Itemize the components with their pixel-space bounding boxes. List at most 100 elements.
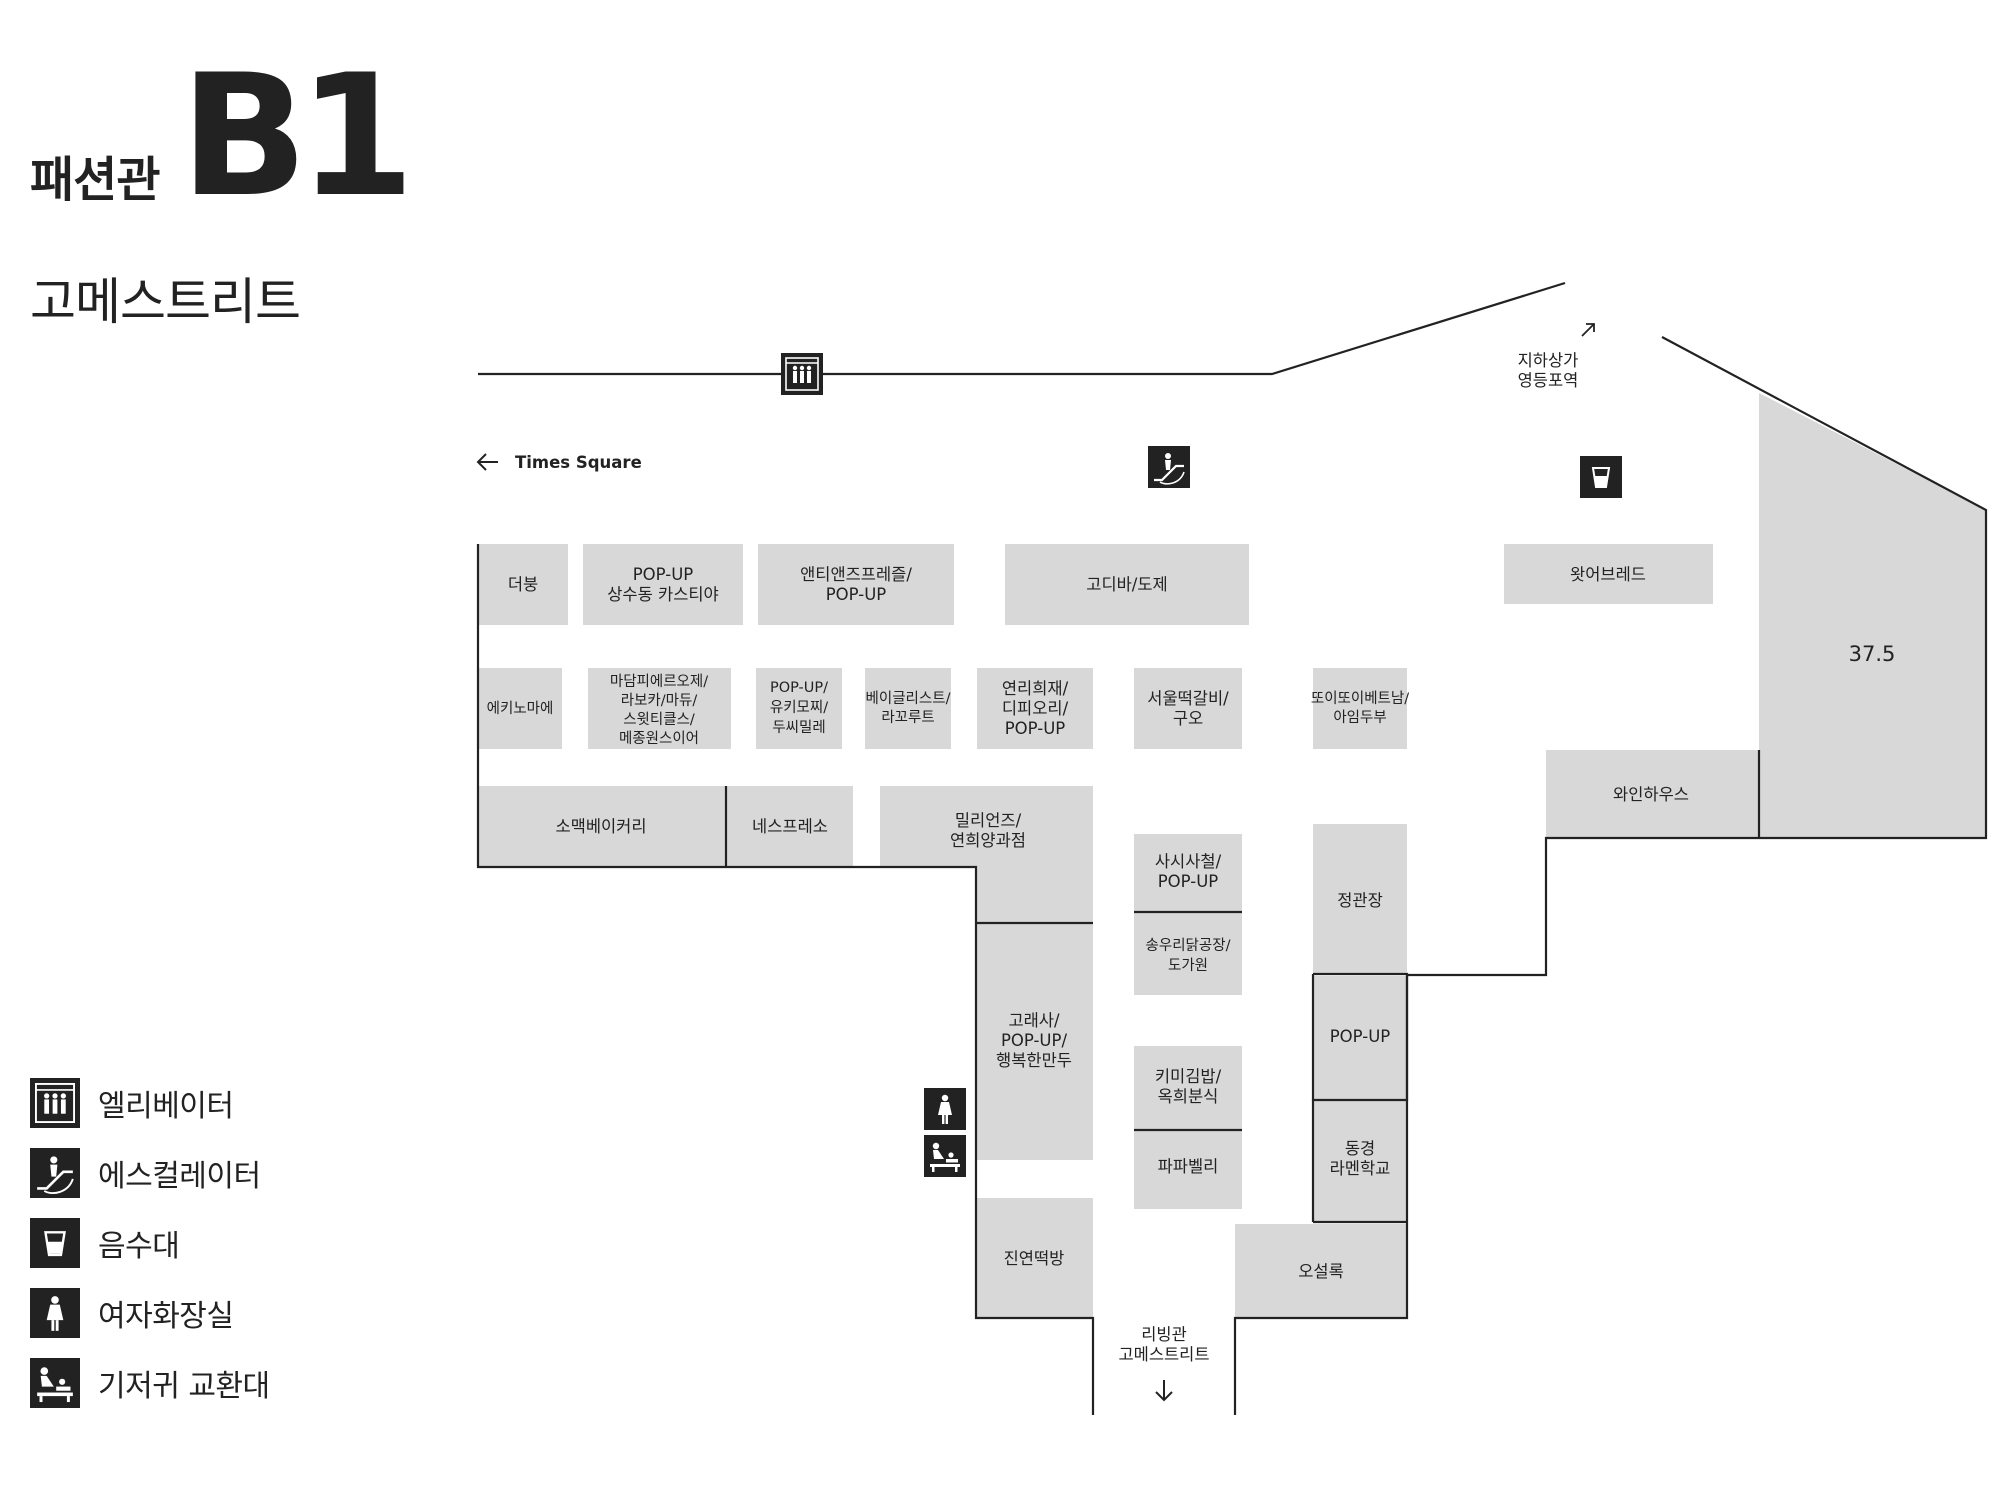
- escalator-icon[interactable]: [1148, 446, 1190, 488]
- label-37-5: 37.5: [1849, 642, 1896, 666]
- wall-east-stack: [1311, 972, 1409, 1102]
- wall-north: [478, 281, 1566, 376]
- escalator-icon: [30, 1148, 80, 1198]
- elevator-icon: [30, 1078, 80, 1128]
- legend-label: 여자화장실: [98, 1299, 234, 1334]
- legend-item-elevator: 엘리베이터: [30, 1078, 430, 1128]
- store-deobung[interactable]: [478, 544, 568, 625]
- water-fountain-icon[interactable]: [1580, 456, 1622, 498]
- label-million-1: 밀리언즈/: [955, 811, 1022, 830]
- label-winehouse: 와인하우스: [1613, 785, 1689, 804]
- label-donggyeong-2: 라멘학교: [1330, 1159, 1391, 1178]
- label-yeonri-2: 디피오리/: [1002, 699, 1069, 718]
- label-papabelly: 파파벨리: [1158, 1157, 1219, 1176]
- label-kimi-1: 키미김밥/: [1155, 1067, 1222, 1086]
- label-popup-yuki-3: 두씨밀레: [772, 719, 825, 736]
- store-bagelist[interactable]: [865, 668, 951, 749]
- label-sasi-1: 사시사철/: [1155, 852, 1222, 871]
- store-papabelly[interactable]: [1134, 1131, 1242, 1209]
- label-seoul-2: 구오: [1173, 709, 1203, 728]
- label-donggyeong-1: 동경: [1345, 1139, 1375, 1158]
- legend-label: 음수대: [98, 1229, 180, 1264]
- direction-times-square[interactable]: Times Square: [476, 453, 642, 472]
- label-songuri-1: 송우리닭공장/: [1146, 937, 1231, 954]
- legend-item-womens-restroom: 여자화장실: [30, 1288, 430, 1338]
- label-madam-2: 라보카/마듀/: [621, 692, 698, 709]
- store-labels: 더붕 POP-UP 상수동 카스티야 앤티앤즈프레즐/ POP-UP 고디바/도…: [487, 565, 1896, 1281]
- wall-west: [476, 544, 1095, 1415]
- store-donggyeong[interactable]: [1313, 1101, 1407, 1222]
- store-yeonri[interactable]: [977, 668, 1093, 749]
- store-blocks: [478, 393, 1986, 1318]
- label-popup-right: POP-UP: [1330, 1027, 1391, 1046]
- legend-label: 엘리베이터: [98, 1089, 234, 1124]
- label-popup-kastia-1: POP-UP: [633, 565, 694, 584]
- label-popup-yuki-2: 유키모찌/: [770, 699, 828, 716]
- store-sasisacheol[interactable]: [1134, 834, 1242, 911]
- label-goraesa-2: POP-UP/: [1001, 1031, 1068, 1050]
- underground-label-1: 지하상가: [1518, 351, 1579, 370]
- label-auntie-2: POP-UP: [826, 585, 887, 604]
- label-yeonri-1: 연리희재/: [1002, 679, 1069, 698]
- store-somaek[interactable]: [478, 786, 725, 867]
- store-millionz[interactable]: [880, 786, 1093, 922]
- store-ttoi-ttoi[interactable]: [1313, 668, 1407, 749]
- label-goraesa-1: 고래사/: [1008, 1011, 1060, 1030]
- store-madam-pierre[interactable]: [588, 668, 731, 749]
- store-jeonggwanjang[interactable]: [1313, 824, 1407, 974]
- label-popup-yuki-1: POP-UP/: [770, 680, 828, 696]
- store-37-5[interactable]: [1759, 393, 1986, 838]
- building-name: 패션관: [30, 152, 160, 208]
- label-kimi-2: 옥희분식: [1158, 1087, 1219, 1106]
- label-yeonri-3: POP-UP: [1005, 719, 1066, 738]
- zone-name: 고메스트리트: [30, 273, 301, 331]
- label-osulloc: 오설록: [1298, 1262, 1344, 1281]
- label-ttoi-2: 아임두부: [1333, 709, 1386, 726]
- store-popup-right[interactable]: [1313, 976, 1407, 1099]
- store-popup-yuki[interactable]: [756, 668, 842, 749]
- label-jeonggwanjang: 정관장: [1337, 891, 1383, 910]
- direction-underground[interactable]: 지하상가 영등포역: [1518, 323, 1595, 390]
- label-whatabread: 왓어브레드: [1570, 565, 1646, 584]
- legend-item-water-fountain: 음수대: [30, 1218, 430, 1268]
- arrow-up-right-icon: [1581, 323, 1595, 337]
- store-popup-kastia[interactable]: [583, 544, 743, 625]
- wall-northeast: [1233, 336, 1988, 1415]
- label-songuri-2: 도가원: [1168, 957, 1208, 974]
- store-osulloc[interactable]: [1235, 1224, 1407, 1318]
- legend-item-baby-changing: 기저귀 교환대: [30, 1358, 430, 1408]
- living-label-1: 리빙관: [1141, 1325, 1187, 1344]
- times-square-label: Times Square: [515, 453, 642, 472]
- label-madam-4: 메종원스이어: [619, 730, 699, 747]
- baby-changing-icon: [30, 1358, 80, 1408]
- direction-living[interactable]: 리빙관 고메스트리트: [1118, 1325, 1210, 1402]
- label-sasi-2: POP-UP: [1158, 872, 1219, 891]
- store-godiva[interactable]: [1005, 544, 1249, 625]
- label-jinyeon: 진연떡방: [1004, 1249, 1065, 1268]
- living-label-2: 고메스트리트: [1118, 1345, 1209, 1364]
- label-million-2: 연희양과점: [950, 831, 1026, 850]
- arrow-left-icon: [476, 453, 498, 471]
- water-fountain-icon: [30, 1218, 80, 1268]
- store-ekinomae[interactable]: [478, 668, 562, 749]
- label-godiva: 고디바/도제: [1086, 575, 1167, 594]
- store-kimi-gimbap[interactable]: [1134, 1046, 1242, 1129]
- womens-restroom-icon[interactable]: [924, 1088, 966, 1130]
- womens-restroom-icon: [30, 1288, 80, 1338]
- label-goraesa-3: 행복한만두: [996, 1051, 1072, 1070]
- legend-item-escalator: 에스컬레이터: [30, 1148, 430, 1198]
- store-songuri[interactable]: [1134, 913, 1242, 995]
- store-nespresso[interactable]: [727, 786, 853, 867]
- label-somaek: 소맥베이커리: [555, 817, 646, 836]
- store-whatabread[interactable]: [1504, 544, 1713, 604]
- store-winehouse[interactable]: [1546, 750, 1758, 838]
- store-seoul-tteokgalbi[interactable]: [1134, 668, 1242, 749]
- underground-label-2: 영등포역: [1518, 371, 1579, 390]
- elevator-icon[interactable]: [781, 353, 823, 395]
- store-jinyeon[interactable]: [976, 1198, 1093, 1318]
- baby-changing-icon[interactable]: [924, 1135, 966, 1177]
- store-auntie-annes[interactable]: [758, 544, 954, 625]
- floor-number: B1: [180, 38, 415, 234]
- store-goraesa[interactable]: [976, 923, 1093, 1160]
